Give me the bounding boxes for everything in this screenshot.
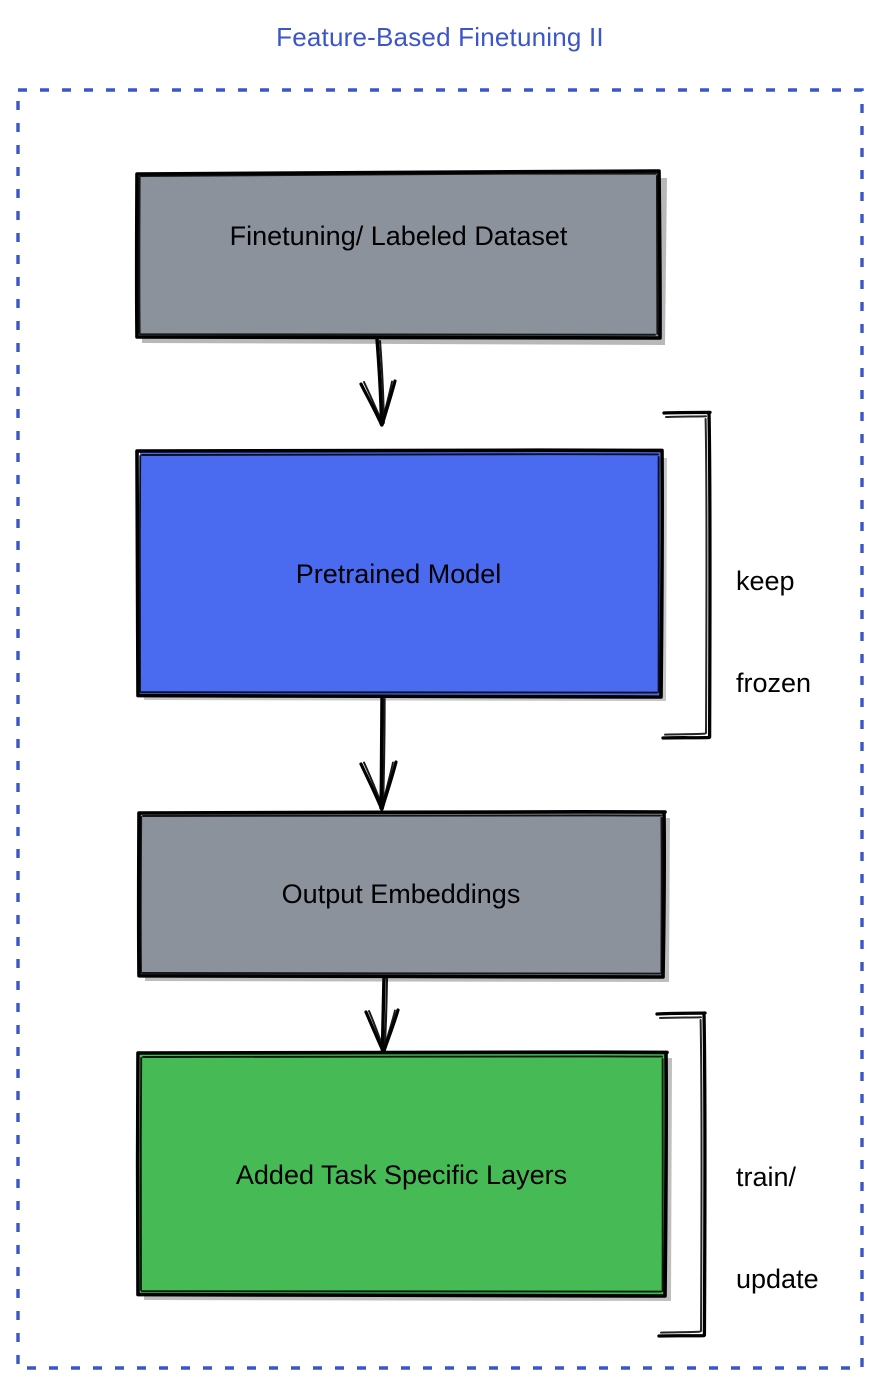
node-output-embeddings-outline bbox=[136, 809, 667, 979]
node-added-task-specific-layers-outline bbox=[135, 1050, 669, 1298]
node-added-task-specific-layers-fill bbox=[139, 1052, 665, 1295]
bracket-label-train-update-line2: update bbox=[736, 1264, 819, 1294]
node-finetuning-labeled-dataset-outline bbox=[134, 169, 662, 340]
page-title: Feature-Based Finetuning II bbox=[276, 22, 604, 52]
train-update-bracket bbox=[655, 1011, 707, 1338]
bracket-label-keep-frozen: keep frozen bbox=[736, 496, 811, 734]
node-pretrained-model-outline-2 bbox=[138, 453, 660, 694]
node-finetuning-labeled-dataset[interactable] bbox=[134, 169, 667, 345]
arrow-dataset-to-model bbox=[359, 337, 397, 427]
bracket-label-train-update-line1: train/ bbox=[736, 1162, 797, 1192]
node-output-embeddings[interactable] bbox=[136, 809, 670, 982]
node-finetuning-labeled-dataset-outline-2 bbox=[138, 172, 659, 336]
arrow-model-to-embeddings bbox=[359, 695, 398, 811]
feature-based-finetuning-container bbox=[16, 88, 864, 1370]
node-output-embeddings-fill bbox=[139, 811, 663, 976]
node-finetuning-labeled-dataset-fill bbox=[137, 171, 660, 337]
node-output-embeddings-outline-2 bbox=[139, 814, 663, 975]
bracket-label-keep-frozen-line1: keep bbox=[736, 566, 795, 596]
node-added-task-specific-layers[interactable] bbox=[135, 1050, 672, 1301]
node-added-task-specific-layers-outline-2 bbox=[139, 1055, 664, 1293]
keep-frozen-bracket bbox=[661, 410, 712, 740]
bracket-label-keep-frozen-line2: frozen bbox=[736, 668, 812, 698]
arrow-embeddings-to-layers bbox=[364, 975, 400, 1053]
node-pretrained-model-fill bbox=[139, 451, 660, 695]
node-pretrained-model[interactable] bbox=[135, 448, 667, 701]
node-pretrained-model-outline bbox=[135, 448, 664, 699]
bracket-label-train-update: train/ update bbox=[736, 1092, 819, 1330]
